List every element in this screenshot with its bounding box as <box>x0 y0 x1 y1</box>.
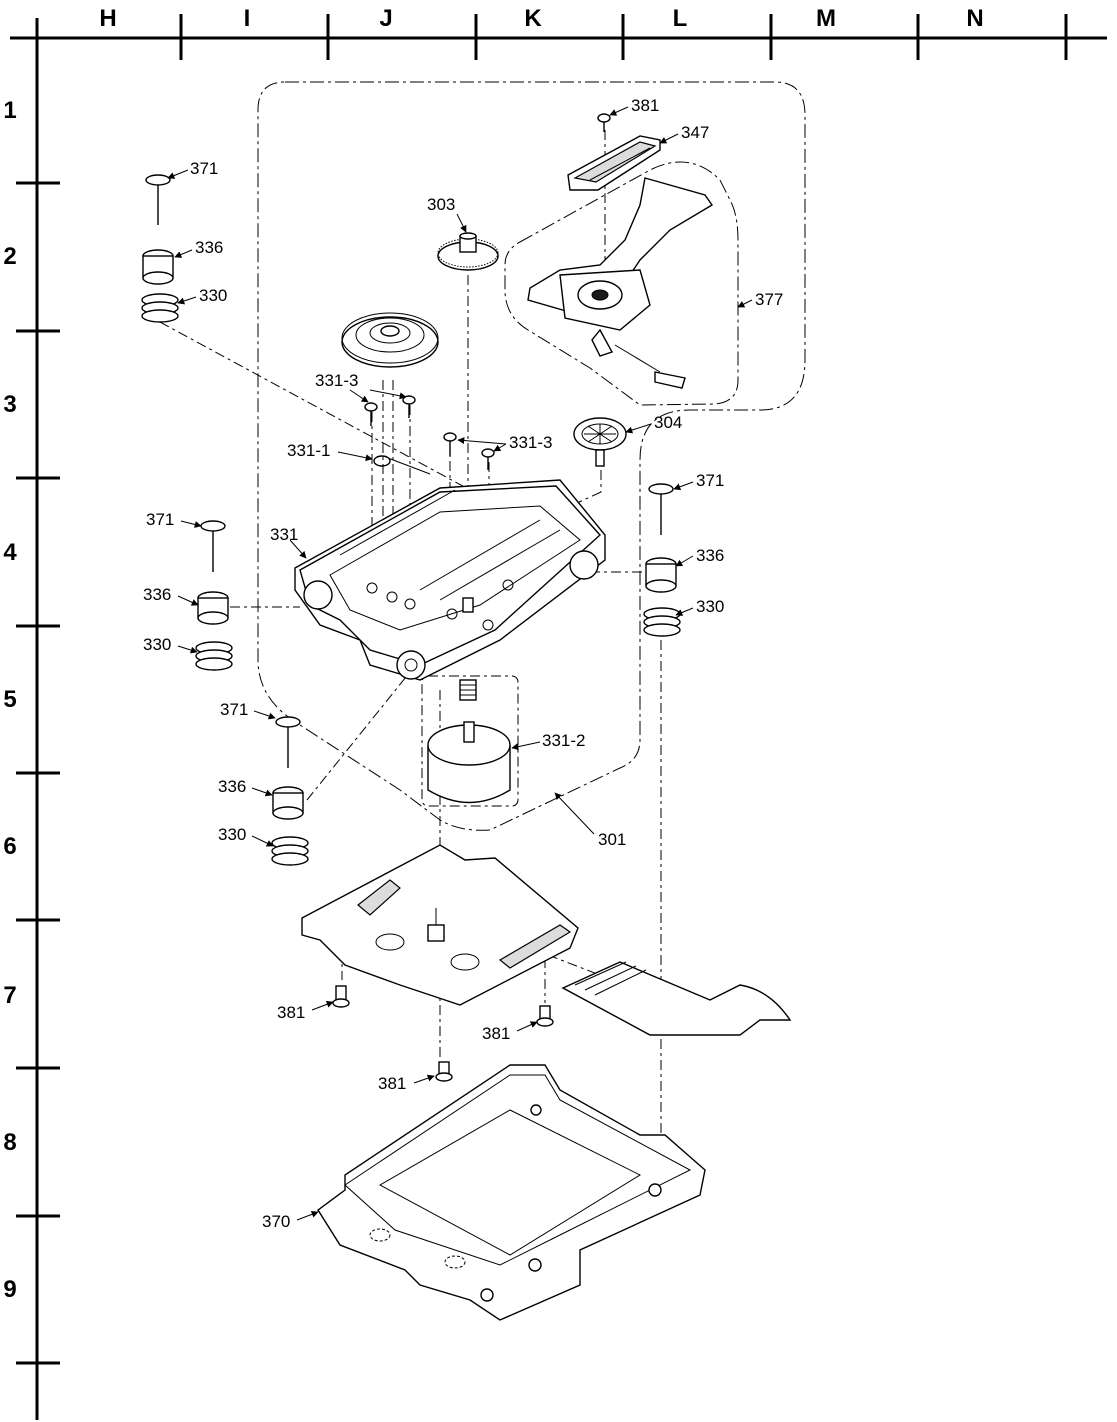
callout-330-lower-left: 330 <box>218 825 246 844</box>
part-left-mid-damper <box>195 520 233 671</box>
callout-331-1: 331-1 <box>287 441 330 460</box>
callout-330-upper-left: 330 <box>199 286 227 305</box>
callout-330-right: 330 <box>696 597 724 616</box>
callout-381-top: 381 <box>631 96 659 115</box>
column-label-l: L <box>673 5 688 32</box>
part-turntable-disc <box>341 312 439 368</box>
column-label-j: J <box>379 5 392 32</box>
motor-331-2-outline <box>421 675 519 807</box>
row-label-8: 8 <box>3 1129 16 1156</box>
callout-336-mid-left: 336 <box>143 585 171 604</box>
callout-371-upper-left: 371 <box>190 159 218 178</box>
part-right-damper <box>643 483 681 637</box>
grid-frame: H I J K L M N 1 2 3 4 5 6 7 8 9 <box>3 5 1107 1420</box>
part-370-frame <box>317 1064 706 1321</box>
callout-331-2: 331-2 <box>542 731 585 750</box>
callout-331-3-left: 331-3 <box>315 371 358 390</box>
part-331-1-ring <box>373 455 431 475</box>
callout-381-frame: 381 <box>378 1074 406 1093</box>
row-label-5: 5 <box>3 686 16 713</box>
callout-381-board-left: 381 <box>277 1003 305 1022</box>
part-303-gear <box>437 232 499 271</box>
assembly-301-outline <box>257 81 806 831</box>
callout-371-mid-left: 371 <box>146 510 174 529</box>
callout-336-upper-left: 336 <box>195 238 223 257</box>
row-label-4: 4 <box>3 539 17 566</box>
callout-330-mid-left: 330 <box>143 635 171 654</box>
part-left-upper-damper <box>141 174 179 323</box>
column-label-h: H <box>99 5 116 32</box>
row-label-9: 9 <box>3 1276 16 1303</box>
leader-lines <box>167 106 753 1221</box>
callout-331: 331 <box>270 525 298 544</box>
column-label-i: I <box>244 5 251 32</box>
row-label-7: 7 <box>3 982 16 1009</box>
callout-304: 304 <box>654 413 682 432</box>
row-label-3: 3 <box>3 391 16 418</box>
part-pcb-board <box>301 844 579 1006</box>
row-label-2: 2 <box>3 243 16 270</box>
column-label-n: N <box>966 5 983 32</box>
callout-370: 370 <box>262 1212 290 1231</box>
callout-303: 303 <box>427 195 455 214</box>
part-304-gear <box>573 417 627 467</box>
column-label-m: M <box>816 5 836 32</box>
part-381-screws-lower <box>332 985 554 1082</box>
part-377-optical-pickup <box>527 177 714 389</box>
callout-381-board-right: 381 <box>482 1024 510 1043</box>
callout-336-lower-left: 336 <box>218 777 246 796</box>
callout-331-3-right: 331-3 <box>509 433 552 452</box>
callout-347: 347 <box>681 123 709 142</box>
row-label-6: 6 <box>3 833 16 860</box>
part-331-3-screws <box>364 395 495 470</box>
callout-371-lower-left: 371 <box>220 700 248 719</box>
part-381-top-screw <box>597 113 611 132</box>
part-347-clamp-plate <box>567 135 661 191</box>
part-ribbon-cable <box>561 961 792 1036</box>
row-ticks <box>16 181 60 1365</box>
callout-301: 301 <box>598 830 626 849</box>
column-ticks <box>179 14 1068 60</box>
part-331-mechanism-chassis <box>294 479 606 681</box>
column-label-k: K <box>524 5 542 32</box>
row-label-1: 1 <box>3 97 16 124</box>
pickup-377-outline <box>504 161 739 406</box>
callout-377: 377 <box>755 290 783 309</box>
callout-labels: 381 347 371 303 336 330 377 331-3 304 33… <box>143 96 783 1231</box>
callout-371-right: 371 <box>696 471 724 490</box>
callout-336-right: 336 <box>696 546 724 565</box>
part-lower-left-damper <box>271 716 309 866</box>
part-331-2-motor <box>427 679 511 804</box>
